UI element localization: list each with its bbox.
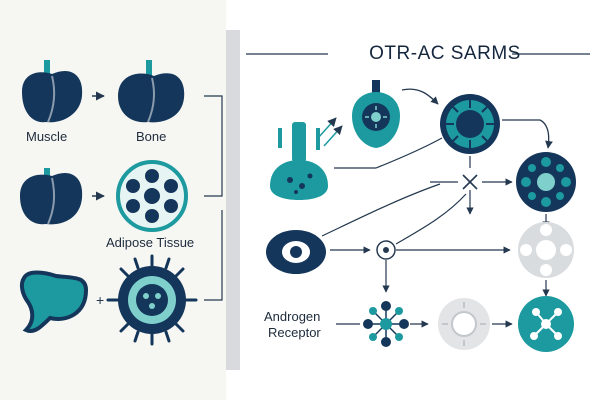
stomach-organ-icon	[19, 270, 89, 333]
central-radial-cell-icon	[440, 94, 500, 154]
central-to-right-cell-arrow	[502, 119, 553, 149]
upper-bracket-connector	[204, 95, 223, 197]
dark-granule-cell-icon	[516, 152, 576, 212]
eye-to-x-line	[321, 183, 441, 237]
receptor-molecule-icon	[363, 301, 409, 347]
adipose-tissue-label: Adipose Tissue	[106, 235, 195, 250]
eye-icon	[266, 230, 326, 274]
node-to-x-line	[395, 193, 467, 245]
flask-icon	[270, 122, 328, 200]
bone-organ-icon	[118, 60, 185, 123]
target-node-icon	[376, 240, 396, 260]
muscle-label: Muscle	[26, 129, 68, 144]
bone-label: Bone	[136, 129, 167, 144]
pendant-to-central-arrow	[401, 88, 439, 105]
receptor-label-line1: Androgen	[264, 309, 321, 324]
x-junction-icon	[462, 174, 478, 190]
flask-up-arrow-2	[323, 125, 343, 147]
spiked-cell-icon	[106, 254, 198, 346]
flask-up-arrow-1	[317, 117, 337, 139]
plus-sign: +	[96, 292, 104, 308]
panel-divider	[226, 30, 240, 370]
liver-organ-icon	[20, 168, 83, 225]
adipose-tissue-icon	[116, 160, 188, 232]
gray-cell-icon	[518, 222, 574, 278]
flask-to-central-line	[334, 137, 443, 169]
pendant-cell-icon	[352, 80, 400, 148]
muscle-organ-icon	[22, 60, 83, 123]
diagram-title: OTR-AC SARMS	[369, 43, 521, 64]
gray-sun-cell-icon	[438, 298, 490, 350]
network-cell-icon	[518, 296, 574, 352]
receptor-label-line2: Receptor	[268, 325, 321, 340]
lower-bracket-connector	[204, 210, 223, 301]
